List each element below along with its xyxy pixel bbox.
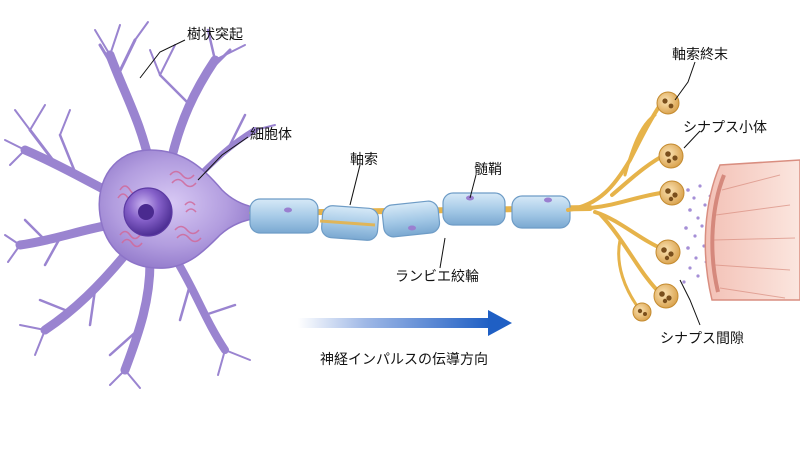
soma <box>98 149 259 269</box>
dendrites <box>4 21 276 389</box>
label-myelin: 髄鞘 <box>474 162 502 178</box>
label-synaptic-cleft: シナプス間隙 <box>660 331 744 347</box>
schwann-nucleus <box>544 197 552 203</box>
leader-lines <box>139 39 701 326</box>
nucleolus <box>138 204 154 220</box>
label-synaptic-vesicle: シナプス小体 <box>683 120 767 136</box>
myelin-sheath <box>249 192 571 241</box>
schwann-nucleus <box>408 225 416 231</box>
label-axon: 軸索 <box>350 152 378 168</box>
label-axon-terminal: 軸索終末 <box>672 47 728 63</box>
myelin-segment <box>381 200 441 238</box>
axon-terminals <box>566 100 670 312</box>
myelin-segment <box>511 195 571 229</box>
label-soma: 細胞体 <box>250 127 292 143</box>
label-signal-direction: 神経インパルスの伝導方向 <box>320 352 488 368</box>
postsynaptic-cell <box>704 159 800 301</box>
myelin-segment <box>249 198 319 234</box>
myelin-segment <box>442 192 506 226</box>
synaptic-boutons <box>632 91 685 322</box>
label-node-of-ranvier: ランビエ絞輪 <box>395 269 479 285</box>
signal-direction-arrow <box>298 310 512 336</box>
schwann-nucleus <box>284 207 292 213</box>
label-dendrite: 樹状突起 <box>187 27 243 43</box>
